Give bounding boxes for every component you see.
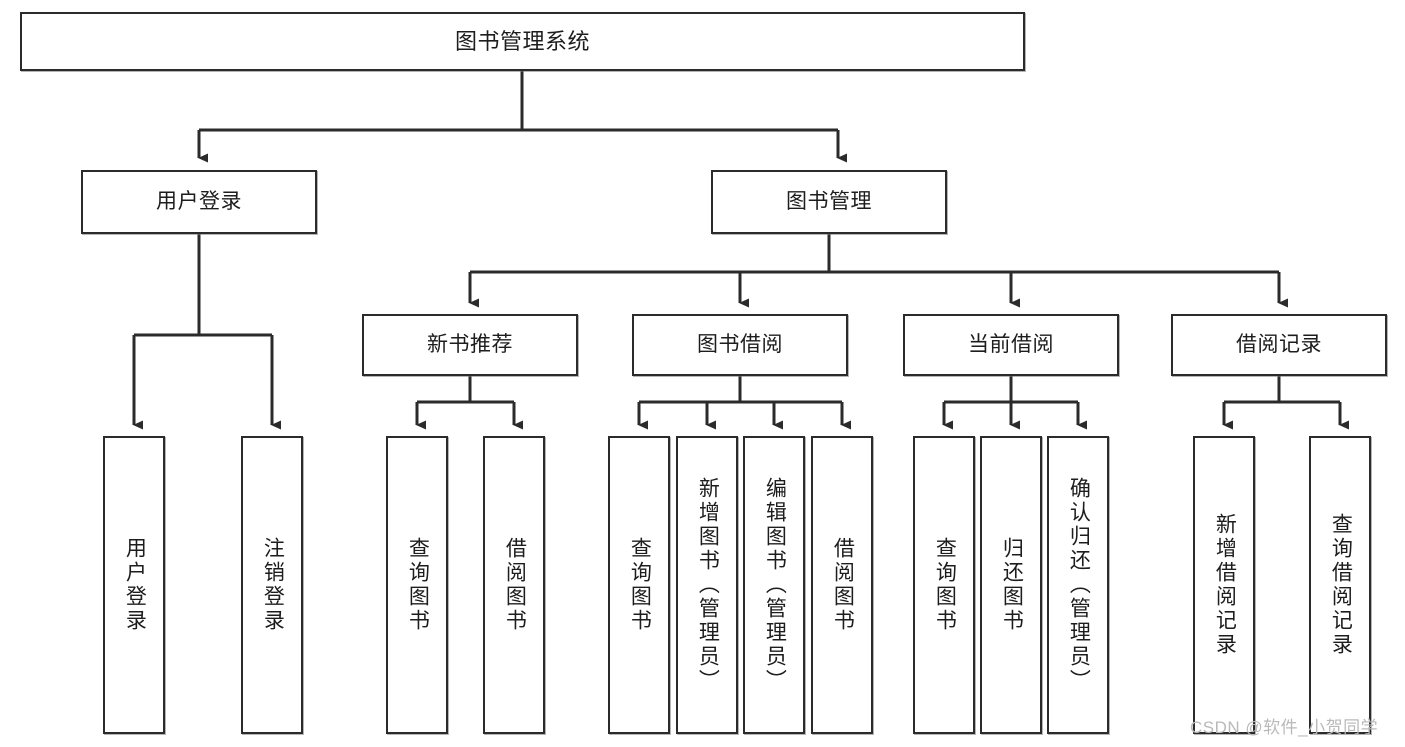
node-leaf-return-book-label: 归还图书 [1000, 537, 1024, 633]
node-leaf-query-record-label: 查询借阅记录 [1329, 513, 1353, 657]
node-leaf-borrow-book-1-label: 借阅图书 [503, 537, 527, 633]
node-leaf-query-book-3-label: 查询图书 [933, 537, 957, 633]
node-leaf-query-book-2[interactable]: 查询图书 [608, 436, 670, 734]
node-leaf-add-record-label: 新增借阅记录 [1213, 513, 1237, 657]
node-leaf-query-book-2-label: 查询图书 [628, 537, 652, 633]
node-leaf-logout-login-label: 注销登录 [261, 537, 285, 633]
node-leaf-confirm-return[interactable]: 确认归还（管理员） [1047, 436, 1109, 734]
node-leaf-edit-book-label: 编辑图书（管理员） [763, 477, 787, 693]
node-leaf-add-book-label: 新增图书（管理员） [696, 477, 720, 693]
node-user-login[interactable]: 用户登录 [81, 170, 317, 234]
node-leaf-borrow-book-2-label: 借阅图书 [831, 537, 855, 633]
node-leaf-edit-book[interactable]: 编辑图书（管理员） [743, 436, 805, 734]
node-leaf-logout-login[interactable]: 注销登录 [241, 436, 303, 734]
node-borrow-record[interactable]: 借阅记录 [1171, 314, 1387, 376]
watermark-text: CSDN @软件_小贺同学 [1190, 718, 1379, 737]
node-root-label: 图书管理系统 [454, 28, 590, 54]
node-leaf-borrow-book-1[interactable]: 借阅图书 [483, 436, 545, 734]
node-book-manage-label: 图书管理 [786, 189, 872, 213]
node-book-borrow-label: 图书借阅 [697, 332, 783, 356]
node-leaf-query-book-1[interactable]: 查询图书 [386, 436, 448, 734]
node-leaf-user-login-label: 用户登录 [123, 537, 147, 633]
node-book-borrow[interactable]: 图书借阅 [632, 314, 848, 376]
node-leaf-user-login[interactable]: 用户登录 [103, 436, 165, 734]
node-new-book-recommend[interactable]: 新书推荐 [362, 314, 578, 376]
node-leaf-query-record[interactable]: 查询借阅记录 [1309, 436, 1371, 734]
node-root[interactable]: 图书管理系统 [20, 12, 1025, 71]
node-leaf-query-book-3[interactable]: 查询图书 [913, 436, 975, 734]
node-borrow-record-label: 借阅记录 [1236, 332, 1322, 356]
node-leaf-confirm-return-label: 确认归还（管理员） [1067, 477, 1091, 693]
node-leaf-borrow-book-2[interactable]: 借阅图书 [811, 436, 873, 734]
node-current-borrow-label: 当前借阅 [968, 332, 1054, 356]
node-leaf-add-record[interactable]: 新增借阅记录 [1193, 436, 1255, 734]
node-book-manage[interactable]: 图书管理 [711, 170, 947, 234]
node-leaf-return-book[interactable]: 归还图书 [980, 436, 1042, 734]
node-leaf-query-book-1-label: 查询图书 [406, 537, 430, 633]
node-new-book-recommend-label: 新书推荐 [427, 332, 513, 356]
node-user-login-label: 用户登录 [156, 189, 242, 213]
node-leaf-add-book[interactable]: 新增图书（管理员） [676, 436, 738, 734]
node-current-borrow[interactable]: 当前借阅 [903, 314, 1119, 376]
